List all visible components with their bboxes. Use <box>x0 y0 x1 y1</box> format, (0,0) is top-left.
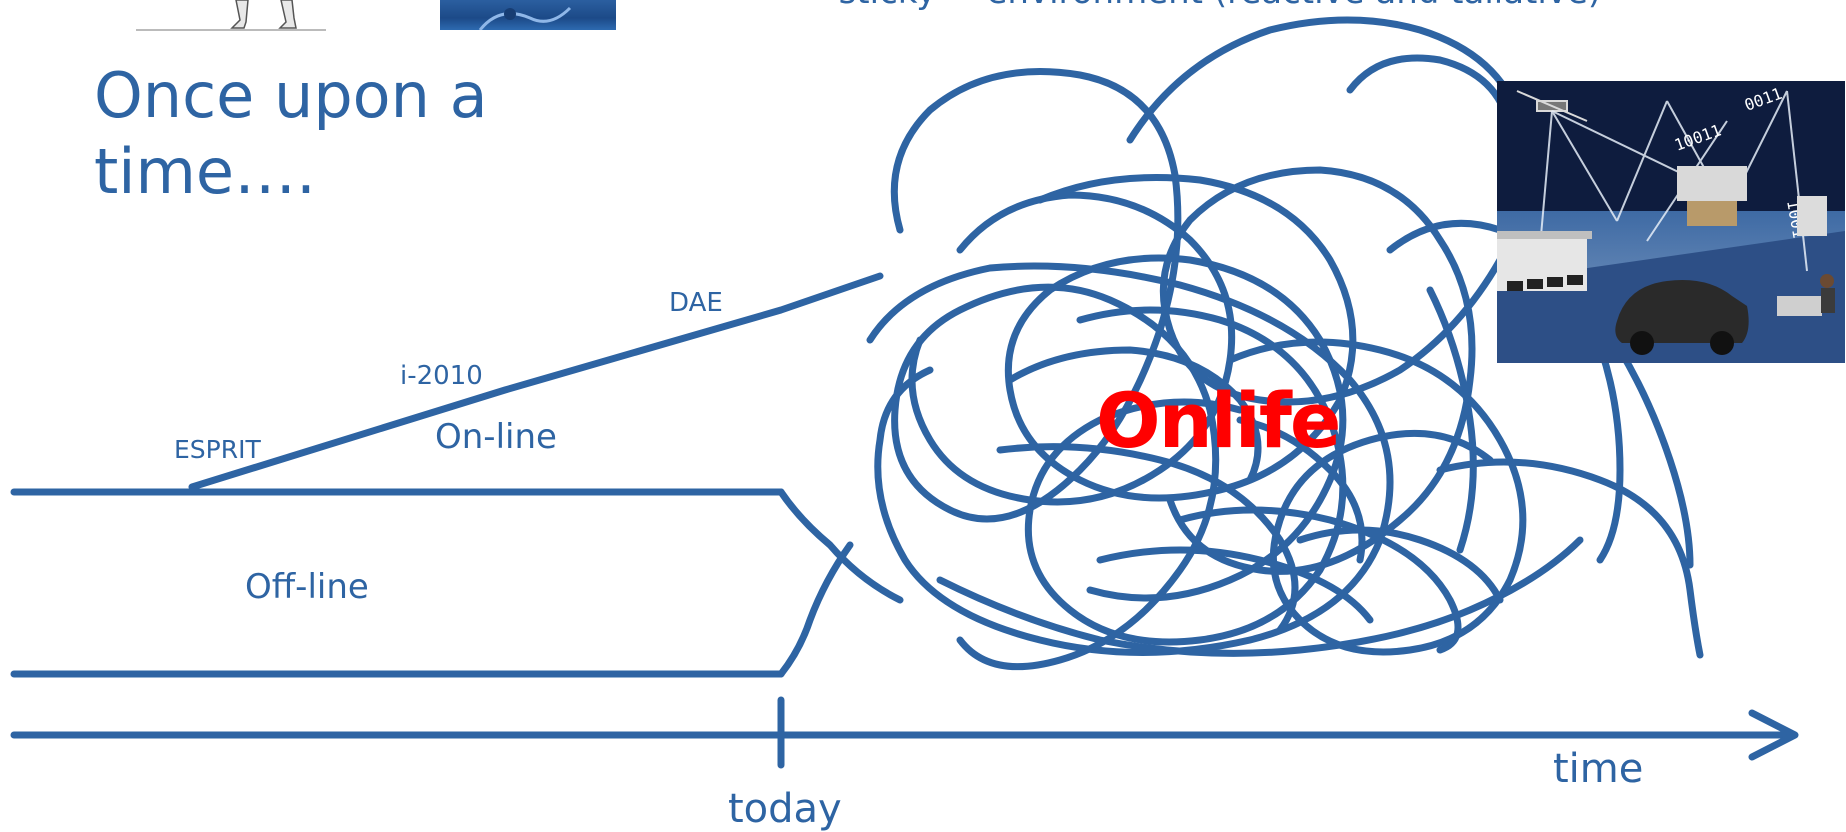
label-i2010: i-2010 <box>400 361 483 391</box>
cropped-heading-text: → → sticky → environment (reactive and t… <box>760 0 1601 12</box>
offline-top-continuation <box>777 488 904 604</box>
label-offline: Off-line <box>245 567 369 607</box>
online-growth-line <box>188 272 884 491</box>
label-onlife: Onlife <box>1096 376 1341 465</box>
slide-title: Once upon a time…. <box>94 58 574 210</box>
label-esprit: ESPRIT <box>174 435 261 464</box>
connected-city-network-illustration: 10011 0011 1001 1001 <box>1497 81 1845 363</box>
time-axis-arrowhead <box>1748 709 1799 761</box>
onlife-scribble <box>866 16 1704 671</box>
slide-title-line-1: Once upon a <box>94 59 488 132</box>
runner-photo <box>136 0 336 32</box>
label-time: time <box>1553 746 1643 792</box>
blue-photo <box>440 0 616 30</box>
slide-title-line-2: time…. <box>94 135 316 208</box>
label-dae: DAE <box>669 288 723 318</box>
label-today: today <box>728 786 842 832</box>
offline-bottom-continuation <box>777 541 854 678</box>
label-online: On-line <box>435 417 557 457</box>
